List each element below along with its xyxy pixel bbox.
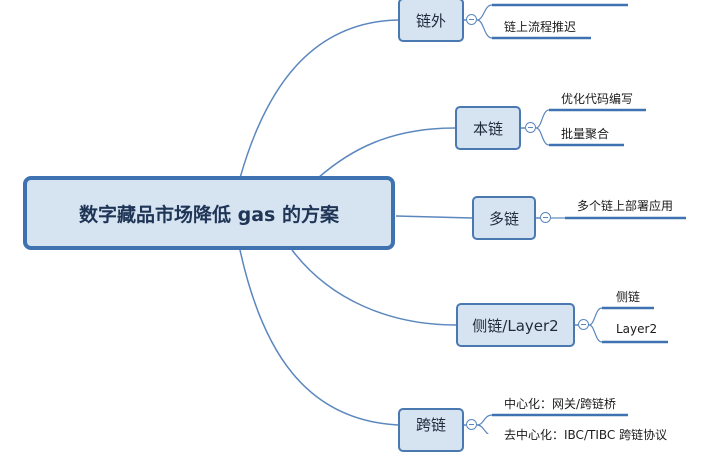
branch-node-duolian[interactable]: 多链 bbox=[472, 196, 536, 240]
connector-kualian-leaf-1 bbox=[476, 414, 493, 426]
connector-central-to-layer2 bbox=[291, 249, 457, 326]
connector-lianwai-leaf-1 bbox=[476, 4, 493, 21]
branch-node-layer2[interactable]: 侧链/Layer2 bbox=[456, 303, 575, 347]
connector-kualian-leaf-2 bbox=[476, 424, 490, 434]
branch-label: 本链 bbox=[472, 119, 503, 138]
branch-node-kualian[interactable]: 跨链 bbox=[398, 408, 464, 452]
central-topic[interactable]: 数字藏品市场降低 gas 的方案 bbox=[23, 176, 395, 250]
mind-map-connectors bbox=[239, 3, 686, 434]
leaf-benlian-2[interactable]: 批量聚合 bbox=[561, 127, 610, 141]
connector-central-to-duolian bbox=[395, 215, 473, 219]
collapse-toggle-icon[interactable] bbox=[466, 419, 477, 430]
collapse-toggle-icon[interactable] bbox=[540, 212, 551, 223]
leaf-layer2-1[interactable]: 侧链 bbox=[616, 290, 641, 304]
connector-layer2-leaf-2 bbox=[588, 324, 603, 343]
connector-lianwai-leaf-2 bbox=[476, 19, 493, 39]
leaf-benlian-1[interactable]: 优化代码编写 bbox=[561, 92, 634, 106]
branch-label: 多链 bbox=[488, 209, 519, 228]
leaf-lianwai-2[interactable]: 链上流程推迟 bbox=[504, 20, 577, 34]
branch-label: 链外 bbox=[415, 11, 446, 30]
branch-label: 跨链 bbox=[415, 415, 446, 434]
connector-central-to-lianwai bbox=[239, 19, 399, 179]
connector-benlian-leaf-1 bbox=[535, 109, 550, 129]
leaf-kualian-1[interactable]: 中心化：网关/跨链桥 bbox=[504, 397, 617, 411]
collapse-toggle-icon[interactable] bbox=[578, 319, 589, 330]
branch-label: 侧链/Layer2 bbox=[472, 316, 559, 335]
connector-layer2-leaf-1 bbox=[588, 307, 603, 326]
branch-node-lianwai[interactable]: 链外 bbox=[398, 0, 464, 42]
connector-central-to-kualian bbox=[239, 249, 399, 426]
leaf-kualian-2[interactable]: 去中心化：IBC/TIBC 跨链协议 bbox=[504, 428, 668, 442]
leaf-duolian-1[interactable]: 多个链上部署应用 bbox=[577, 199, 674, 213]
collapse-toggle-icon[interactable] bbox=[525, 122, 536, 133]
central-topic-label: 数字藏品市场降低 gas 的方案 bbox=[79, 203, 339, 226]
branch-node-benlian[interactable]: 本链 bbox=[455, 106, 521, 150]
collapse-toggle-icon[interactable] bbox=[466, 14, 477, 25]
connector-central-to-benlian bbox=[317, 127, 456, 179]
connector-benlian-leaf-2 bbox=[535, 127, 550, 146]
leaf-layer2-2[interactable]: Layer2 bbox=[616, 322, 658, 336]
